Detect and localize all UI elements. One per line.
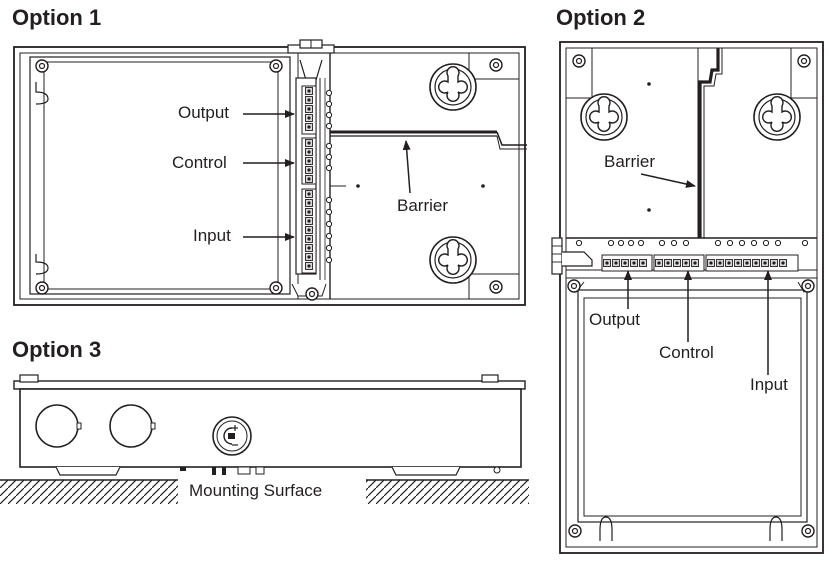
- option1-barrier-label: Barrier: [397, 196, 449, 215]
- mounting-surface-label: Mounting Surface: [189, 481, 323, 500]
- option2-arrows: [624, 173, 772, 375]
- option2-terminal-strips: [575, 82, 809, 267]
- option1-arrows: [243, 110, 411, 241]
- option3-enclosure: [13, 374, 526, 476]
- option2-barrier-label: Barrier: [604, 152, 656, 171]
- option1-title: Option 1: [12, 5, 102, 30]
- option1-terminal-strips: [305, 87, 485, 270]
- option2-title: Option 2: [556, 5, 646, 30]
- option1-output-label: Output: [178, 103, 230, 122]
- option1-control-label: Control: [172, 153, 227, 172]
- mounting-surface-hatch: [0, 479, 529, 504]
- option2-input-label: Input: [750, 375, 788, 394]
- option2-output-label: Output: [589, 310, 641, 329]
- option2-control-label: Control: [659, 343, 714, 362]
- option3-title: Option 3: [12, 337, 102, 362]
- option1-input-label: Input: [193, 226, 231, 245]
